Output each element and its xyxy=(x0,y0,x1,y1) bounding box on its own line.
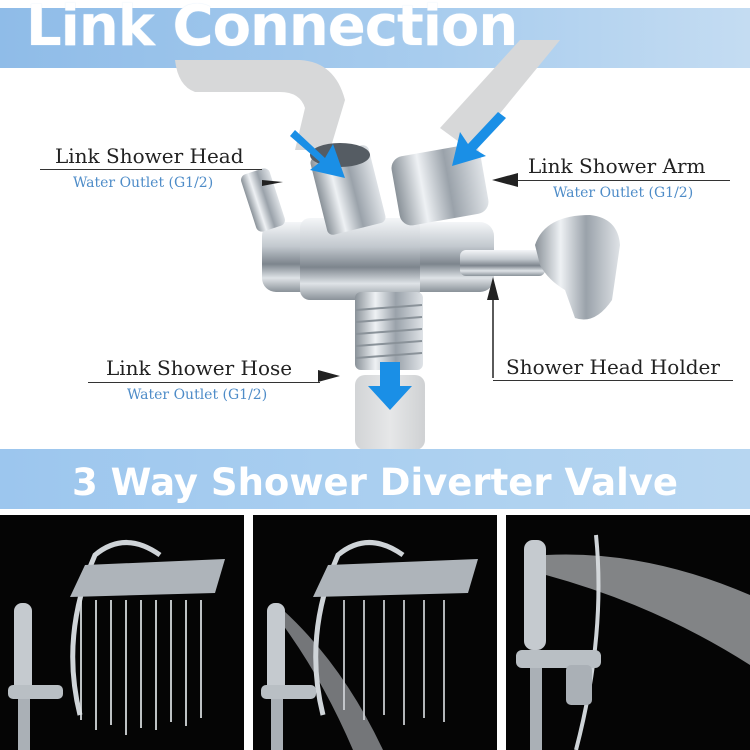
shower-arm-nut xyxy=(391,144,489,226)
callout-shower-arm-sub: Water Outlet (G1/2) xyxy=(553,185,694,201)
callout-shower-arm-rule xyxy=(518,180,730,181)
callout-shower-head-label: Link Shower Head xyxy=(55,144,244,168)
callout-shower-hose-label: Link Shower Hose xyxy=(106,356,293,380)
callout-shower-head-sub: Water Outlet (G1/2) xyxy=(73,175,214,191)
valve-center-block xyxy=(300,218,420,300)
flow-arrow-icon xyxy=(290,130,345,178)
callout-shower-hose-rule xyxy=(88,382,320,383)
holder-arm xyxy=(460,250,545,276)
flow-arrow-icon xyxy=(452,112,506,166)
flow-arrow-icon xyxy=(368,362,412,410)
top-banner: Link Connection xyxy=(0,0,750,68)
top-banner-band xyxy=(0,8,750,68)
head-holder-cradle xyxy=(535,215,620,320)
callout-head-holder-rule xyxy=(493,380,733,381)
callout-shower-hose-sub: Water Outlet (G1/2) xyxy=(127,387,268,403)
callout-shower-arm-label: Link Shower Arm xyxy=(528,154,706,178)
ghost-shower-arm-pipe xyxy=(440,40,560,150)
diverter-knob xyxy=(241,168,285,232)
ghost-shower-head-pipe xyxy=(175,60,345,150)
pointer-arrow-icon xyxy=(262,180,283,186)
ghost-hose-connector xyxy=(355,375,425,450)
pointer-arrow-icon xyxy=(487,277,499,300)
pointer-arrow-icon xyxy=(492,173,518,187)
mid-banner xyxy=(0,449,750,509)
mode-panel-dual xyxy=(253,515,497,750)
product-name-banner: 3 Way Shower Diverter Valve xyxy=(71,461,678,504)
pointer-arrow-icon xyxy=(318,370,340,382)
callout-shower-head-rule xyxy=(40,169,262,170)
rain-shower-photo xyxy=(8,540,225,750)
callout-head-holder-label: Shower Head Holder xyxy=(506,355,720,379)
handheld-shower-photo xyxy=(516,534,750,750)
mode-panel-handheld xyxy=(506,515,750,750)
dual-shower-photo xyxy=(261,540,478,750)
page-title: Link Connection xyxy=(26,0,518,59)
mode-panel-rain xyxy=(0,515,244,750)
